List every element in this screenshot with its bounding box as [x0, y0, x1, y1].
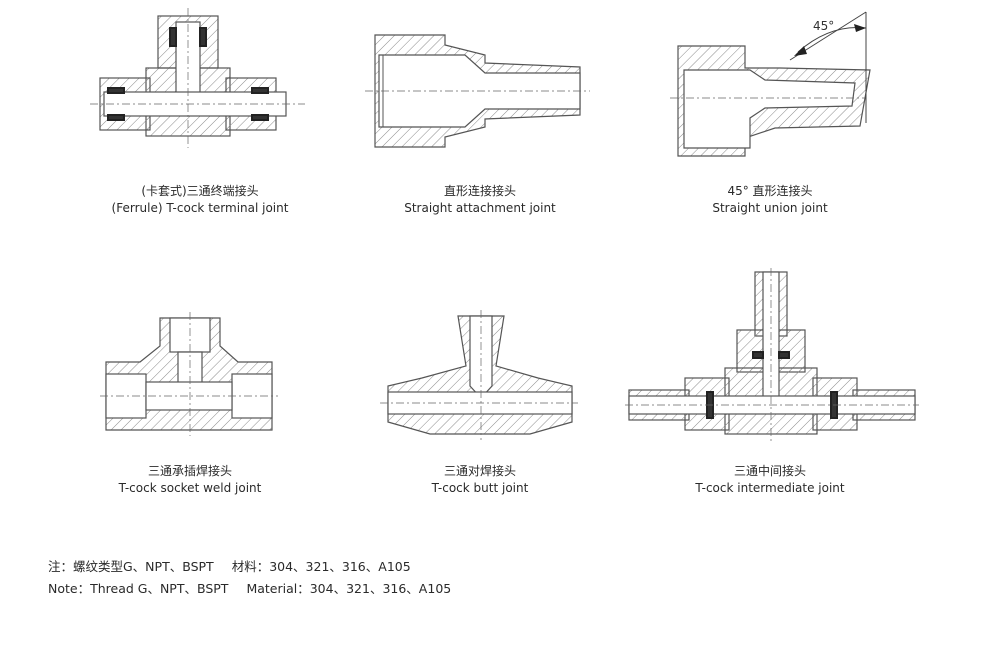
notes-cn-row: 注：螺纹类型G、NPT、BSPT 材料：304、321、316、A105 — [48, 556, 451, 578]
ferrule-tee-terminal-caption: (卡套式)三通终端接头 (Ferrule) T-cock terminal jo… — [80, 183, 320, 217]
caption-en: (Ferrule) T-cock terminal joint — [111, 201, 289, 215]
notes-cn-material: 材料：304、321、316、A105 — [231, 559, 411, 574]
caption-cn: 三通对焊接头 — [443, 464, 516, 478]
caption-cn: 三通承插焊接头 — [147, 464, 232, 478]
caption-en: Straight union joint — [712, 201, 828, 215]
ferrule-tee-terminal-drawing — [90, 8, 305, 148]
caption-en: T-cock intermediate joint — [695, 481, 845, 495]
caption-en: T-cock socket weld joint — [118, 481, 262, 495]
socket-weld-tee-caption: 三通承插焊接头 T-cock socket weld joint — [70, 463, 310, 497]
notes-en-material: Material：304、321、316、A105 — [246, 581, 452, 596]
angle-union-caption: 45° 直形连接头 Straight union joint — [650, 183, 890, 217]
caption-cn: 45° 直形连接头 — [727, 184, 813, 198]
angle-label: 45° — [813, 19, 834, 33]
notes-cn-thread: 注：螺纹类型G、NPT、BSPT — [48, 559, 214, 574]
notes-en-thread: Note：Thread G、NPT、BSPT — [48, 581, 229, 596]
notes-en-row: Note：Thread G、NPT、BSPT Material：304、321、3… — [48, 578, 451, 600]
angle-union-drawing: 45° — [670, 11, 871, 157]
caption-cn: 三通中间接头 — [733, 464, 806, 478]
butt-weld-tee-caption: 三通对焊接头 T-cock butt joint — [360, 463, 600, 497]
socket-weld-tee-drawing — [100, 312, 278, 436]
notes-block: 注：螺纹类型G、NPT、BSPT 材料：304、321、316、A105 Note… — [48, 556, 451, 600]
butt-weld-tee-drawing — [380, 310, 578, 440]
straight-attachment-caption: 直形连接接头 Straight attachment joint — [360, 183, 600, 217]
straight-attachment-drawing — [365, 34, 590, 148]
intermediate-tee-caption: 三通中间接头 T-cock intermediate joint — [650, 463, 890, 497]
caption-en: Straight attachment joint — [404, 201, 556, 215]
intermediate-tee-drawing — [625, 268, 919, 444]
caption-cn: (卡套式)三通终端接头 — [141, 184, 259, 198]
caption-en: T-cock butt joint — [431, 481, 529, 495]
caption-cn: 直形连接接头 — [443, 184, 516, 198]
